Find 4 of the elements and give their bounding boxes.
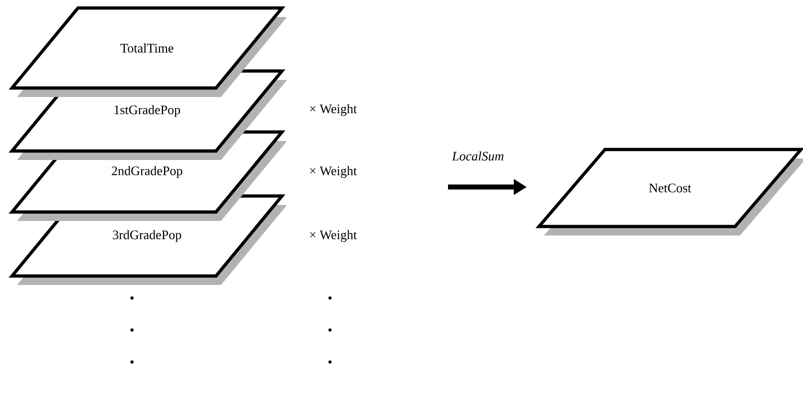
weight-label: × Weight [310,104,357,116]
edge-label: LocalSum [452,151,504,161]
weight-label: × Weight [310,166,357,178]
weight-label: × Weight [310,230,357,242]
